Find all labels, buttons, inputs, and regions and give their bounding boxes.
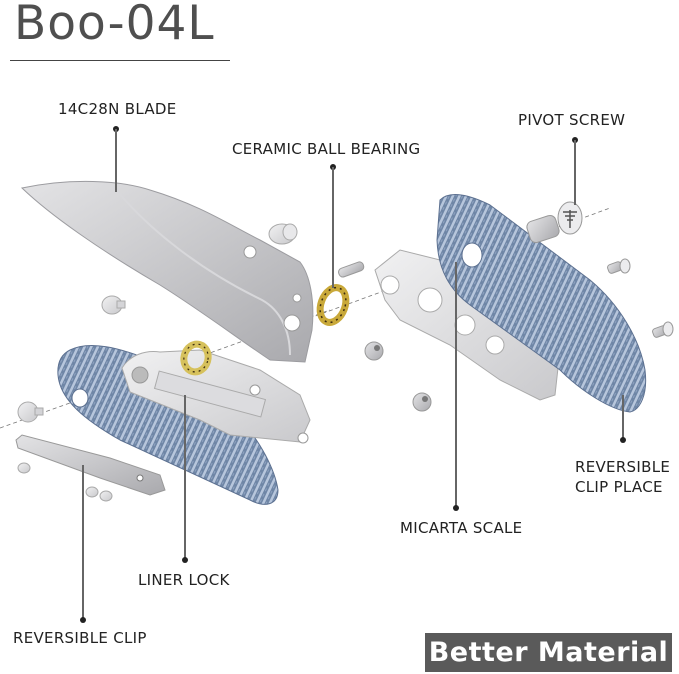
label-clip-place-line2: CLIP PLACE <box>575 478 663 496</box>
handle-screw-1 <box>607 258 631 274</box>
clip-screw-1 <box>17 462 31 474</box>
label-blade: 14C28N BLADE <box>58 100 177 118</box>
label-pivot-screw: PIVOT SCREW <box>518 111 626 129</box>
leader-dot-liner-lock <box>182 557 188 563</box>
product-title: Boo-04L <box>14 0 215 51</box>
leader-line-clip-place <box>622 395 624 440</box>
stop-pin <box>268 223 298 245</box>
leader-line-micarta <box>455 262 457 508</box>
leader-line-bearing <box>332 167 334 288</box>
micarta-scale-right <box>436 194 647 413</box>
clip-head-screw <box>17 401 44 423</box>
spacer-rod <box>338 261 365 278</box>
label-liner-lock: LINER LOCK <box>138 571 230 589</box>
label-ceramic-bearing: CERAMIC BALL BEARING <box>232 140 421 158</box>
liner-lock-part <box>121 349 311 444</box>
leader-line-reversible-clip <box>82 465 84 620</box>
standoff-1 <box>364 341 384 361</box>
standoff-2 <box>412 392 432 412</box>
handle-screw-2 <box>652 321 674 338</box>
leader-dot-clip-place <box>620 437 626 443</box>
pocket-clip <box>15 434 166 496</box>
label-micarta-scale: MICARTA SCALE <box>400 519 523 537</box>
title-underline <box>10 60 230 61</box>
ceramic-bearing-lower <box>180 340 212 376</box>
leader-line-pivot <box>574 140 576 205</box>
micarta-scale-left <box>57 344 279 505</box>
detent-pin <box>101 295 126 315</box>
leader-line-liner-lock <box>184 395 186 560</box>
better-material-badge: Better Material <box>425 633 672 672</box>
clip-screw-3 <box>99 490 113 502</box>
ceramic-bearing-upper <box>316 284 350 326</box>
clip-screw-2 <box>85 486 99 498</box>
label-clip-place-line1: REVERSIBLE <box>575 458 671 476</box>
blade-part <box>20 180 314 363</box>
label-reversible-clip: REVERSIBLE CLIP <box>13 629 147 647</box>
leader-dot-micarta <box>453 505 459 511</box>
leader-dot-reversible-clip <box>80 617 86 623</box>
leader-line-blade <box>115 129 117 192</box>
pivot-screw <box>526 201 583 244</box>
